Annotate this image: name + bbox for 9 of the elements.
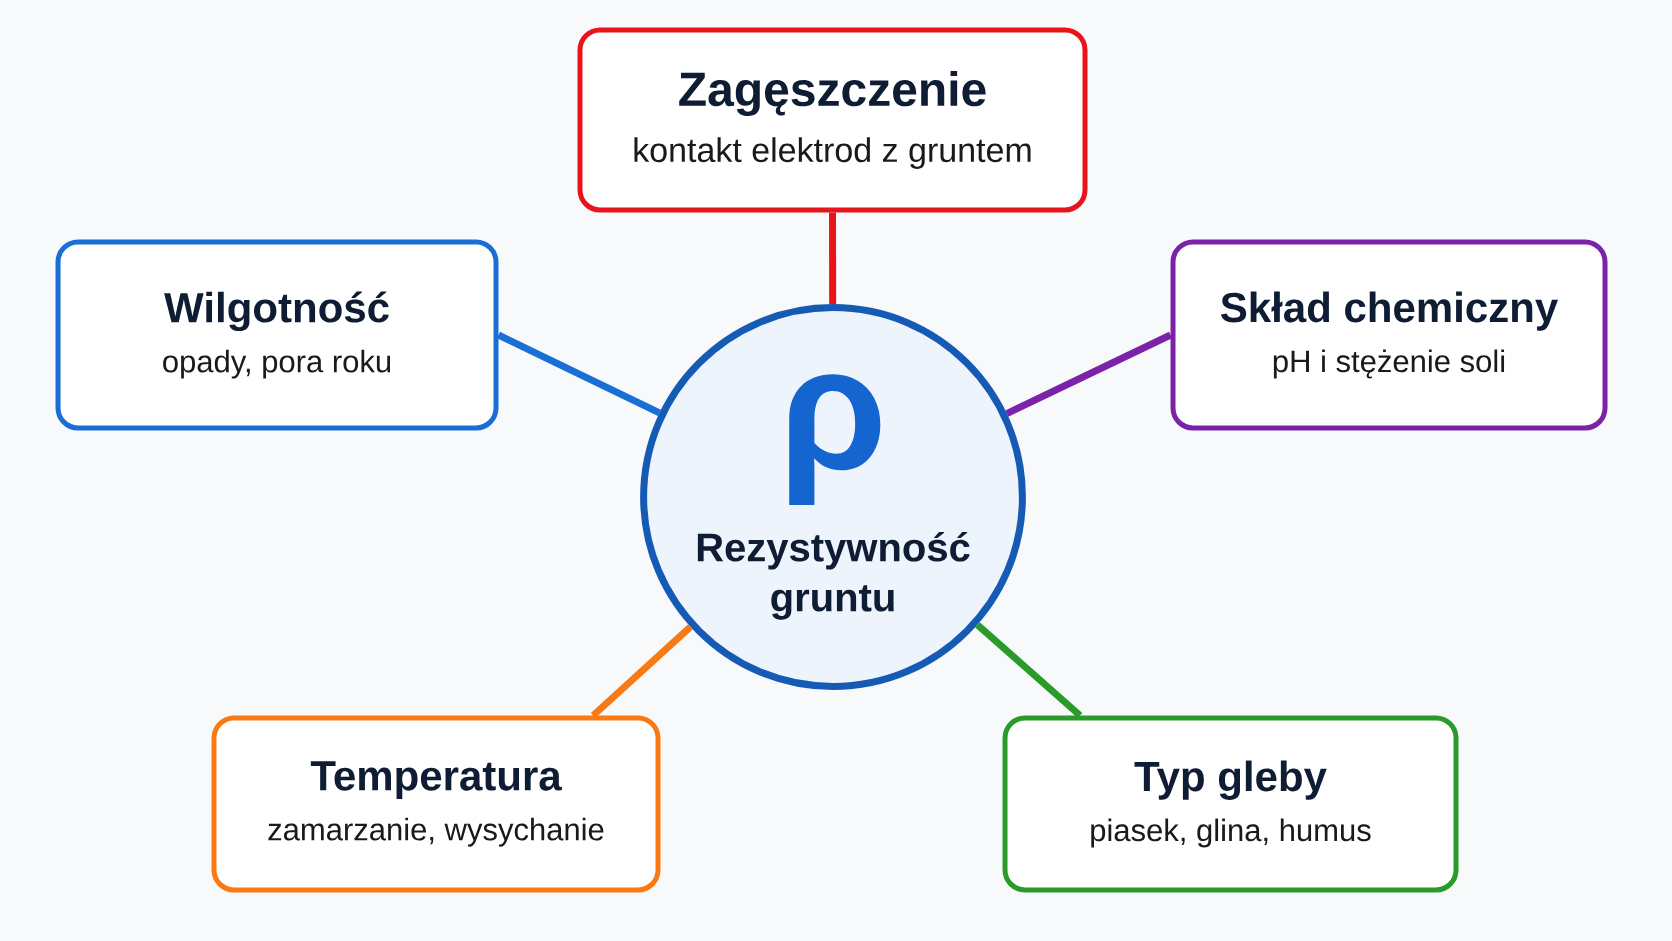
factor-box: Typ gleby piasek, glina, humus	[1002, 715, 1459, 893]
factor-box: Zagęszczenie kontakt elektrod z gruntem	[577, 27, 1088, 213]
connector-line	[1005, 331, 1173, 417]
connector-line	[590, 624, 693, 719]
factor-box: Wilgotność opady, pora roku	[55, 239, 499, 431]
factor-box: Temperatura zamarzanie, wysychanie	[211, 715, 661, 893]
connector-line	[975, 622, 1083, 719]
factor-box: Skład chemiczny pH i stężenie soli	[1170, 239, 1608, 431]
connector-line	[497, 331, 661, 417]
